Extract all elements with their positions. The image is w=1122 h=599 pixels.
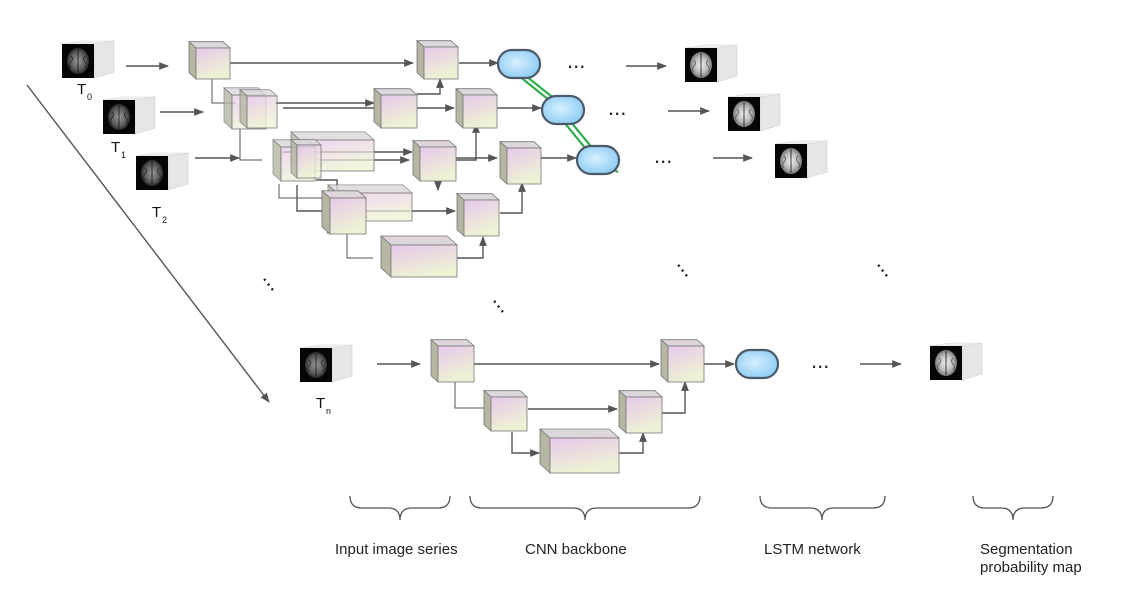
feature-map-cube-icon bbox=[238, 88, 279, 129]
feature-map-cube-icon bbox=[411, 139, 458, 182]
time-step-letter: T bbox=[77, 81, 86, 98]
sequence-ellipsis: ... bbox=[608, 95, 626, 120]
feature-map-cube-icon bbox=[659, 338, 706, 383]
feature-map-cube-icon bbox=[455, 192, 501, 237]
time-axis-arrow bbox=[26, 84, 270, 403]
feature-map-cube-icon bbox=[617, 389, 664, 434]
time-step-index: 2 bbox=[162, 215, 167, 225]
lstm-cell-icon bbox=[540, 94, 586, 126]
connector-line bbox=[327, 232, 373, 259]
sequence-ellipsis: ... bbox=[654, 143, 672, 168]
vertical-ellipsis: ... bbox=[488, 288, 519, 318]
time-step-letter: T bbox=[316, 395, 325, 412]
flow-arrow bbox=[417, 78, 444, 95]
section-brace bbox=[972, 495, 1054, 521]
feature-map-cube-icon bbox=[538, 428, 621, 474]
brain-segmentation-map-icon bbox=[727, 93, 781, 132]
vertical-ellipsis: ... bbox=[872, 252, 903, 282]
grayscale-brain-scan-icon bbox=[299, 344, 353, 383]
feature-map-cube-icon bbox=[454, 87, 499, 129]
sequence-ellipsis: ... bbox=[811, 348, 829, 373]
feature-map-cube-icon bbox=[187, 40, 232, 80]
connector-line bbox=[454, 379, 484, 409]
time-step-label: T 2 bbox=[152, 204, 167, 225]
feature-map-cube-icon bbox=[482, 389, 529, 432]
feature-map-cube-icon bbox=[415, 39, 460, 80]
connector-line bbox=[278, 184, 322, 199]
time-step-letter: T bbox=[111, 139, 120, 156]
feature-map-cube-icon bbox=[372, 87, 419, 129]
sequence-ellipsis: ... bbox=[567, 48, 585, 73]
time-step-label: T n bbox=[316, 395, 331, 416]
brain-segmentation-map-icon bbox=[774, 140, 828, 179]
flow-arrow bbox=[455, 123, 480, 161]
section-brace bbox=[349, 495, 451, 521]
feature-map-cube-icon bbox=[379, 235, 459, 278]
time-step-letter: T bbox=[152, 204, 161, 221]
lstm-cell-icon bbox=[734, 348, 780, 380]
time-step-label: T 1 bbox=[111, 139, 126, 160]
flow-arrow bbox=[662, 381, 689, 414]
flow-arrow bbox=[511, 432, 540, 457]
feature-map-cube-icon bbox=[498, 140, 543, 185]
caption-line: probability map bbox=[980, 559, 1082, 576]
section-caption-segmentation: Segmentation probability map bbox=[980, 541, 1082, 577]
feature-map-cube-icon bbox=[289, 138, 323, 179]
connector-line bbox=[239, 128, 262, 161]
time-step-index: 0 bbox=[87, 92, 92, 102]
grayscale-brain-scan-icon bbox=[102, 96, 156, 135]
lstm-cell-icon bbox=[496, 48, 542, 80]
vertical-ellipsis: ... bbox=[672, 252, 703, 282]
section-brace bbox=[759, 495, 886, 521]
brain-segmentation-map-icon bbox=[929, 342, 983, 381]
flow-arrow bbox=[500, 182, 526, 214]
vertical-ellipsis: ... bbox=[258, 266, 289, 296]
feature-map-cube-icon bbox=[429, 338, 476, 383]
feature-map-cube-icon bbox=[320, 189, 368, 235]
brain-segmentation-map-icon bbox=[684, 44, 738, 83]
section-caption-cnn: CNN backbone bbox=[525, 541, 627, 558]
grayscale-brain-scan-icon bbox=[135, 152, 189, 191]
caption-line: Segmentation bbox=[980, 541, 1073, 558]
lstm-cell-icon bbox=[575, 144, 621, 176]
time-step-label: T 0 bbox=[77, 81, 92, 102]
time-step-index: n bbox=[326, 406, 331, 416]
section-brace bbox=[469, 495, 701, 521]
time-step-index: 1 bbox=[121, 150, 126, 160]
flow-arrow bbox=[619, 432, 647, 454]
section-caption-lstm: LSTM network bbox=[764, 541, 861, 558]
section-caption-input: Input image series bbox=[335, 541, 458, 558]
grayscale-brain-scan-icon bbox=[61, 40, 115, 79]
